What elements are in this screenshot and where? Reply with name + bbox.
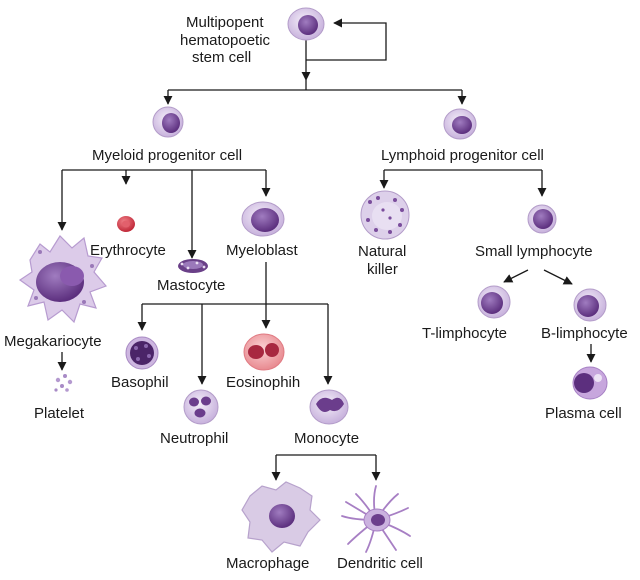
b-lymphocyte-icon xyxy=(573,288,607,322)
macrophage-label: Macrophage xyxy=(226,555,309,572)
platelet-label: Platelet xyxy=(34,405,85,422)
mastocyte-label: Mastocyte xyxy=(157,277,225,294)
myeloblast-label: Myeloblast xyxy=(226,242,299,259)
myeloblast-icon xyxy=(241,201,285,237)
erythrocyte-label: Erythrocyte xyxy=(90,242,166,259)
megakaryocyte-icon xyxy=(18,235,108,324)
stem-label-line3: stem cell xyxy=(192,49,251,66)
dendritic-label: Dendritic cell xyxy=(337,555,423,572)
natural-killer-icon xyxy=(360,190,410,240)
eosinophil-icon xyxy=(243,333,285,371)
lymphoid-cell-icon xyxy=(443,108,477,140)
platelet-icon xyxy=(54,374,73,392)
monocyte-label: Monocyte xyxy=(294,430,359,447)
macrophage-icon xyxy=(241,481,321,553)
eosinophil-label: Eosinophih xyxy=(226,374,300,391)
plasma-label: Plasma cell xyxy=(545,405,622,422)
stem-cell-icon xyxy=(287,7,325,41)
stem-label-line1: Multipopent xyxy=(186,14,264,31)
erythrocyte-icon xyxy=(117,216,135,232)
lymphoid-label: Lymphoid progenitor cell xyxy=(381,147,544,164)
labels: Multipopent hematopoetic stem cell Myelo… xyxy=(4,14,628,572)
t-lymphocyte-icon xyxy=(477,285,511,319)
dendritic-cell-icon xyxy=(341,485,411,553)
neutrophil-label: Neutrophil xyxy=(160,430,228,447)
myeloid-cell-icon xyxy=(152,106,184,138)
small-lymphocyte-icon xyxy=(527,204,557,234)
plasma-cell-icon xyxy=(572,366,608,400)
connectors xyxy=(57,18,596,481)
t-lymphocyte-label: T-limphocyte xyxy=(422,325,507,342)
neutrophil-icon xyxy=(183,389,219,425)
basophil-icon xyxy=(125,336,159,370)
nk-label-line1: Natural xyxy=(358,243,406,260)
myeloid-label: Myeloid progenitor cell xyxy=(92,147,242,164)
monocyte-icon xyxy=(309,389,349,425)
mastocyte-icon xyxy=(178,259,208,273)
small-lymphocyte-label: Small lymphocyte xyxy=(475,243,593,260)
basophil-label: Basophil xyxy=(111,374,169,391)
b-lymphocyte-label: B-limphocyte xyxy=(541,325,628,342)
stem-label-line2: hematopoetic xyxy=(180,32,271,49)
nk-label-line2: killer xyxy=(367,261,398,278)
megakaryocyte-label: Megakariocyte xyxy=(4,333,102,350)
